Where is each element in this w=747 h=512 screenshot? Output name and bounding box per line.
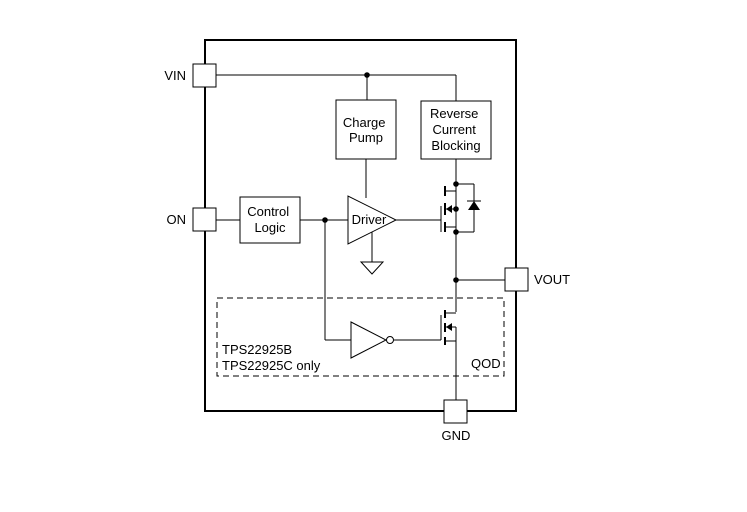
vin-bus-wires <box>216 72 457 101</box>
body-diode <box>456 183 481 233</box>
driver-label: Driver <box>352 212 387 227</box>
rcb-label-line3: Blocking <box>431 138 480 153</box>
qod-variant-line1: TPS22925B <box>222 342 292 357</box>
qod-inverter <box>350 321 394 359</box>
qod-label: QOD <box>471 356 501 371</box>
driver-ground-symbol <box>359 232 385 275</box>
qod-region <box>216 297 505 377</box>
charge-pump-label-line1: Charge <box>343 115 386 130</box>
charge-pump-label-line2: Pump <box>349 130 383 145</box>
svg-text:Charge Pump: Charge Pump <box>343 115 389 145</box>
pin-gnd-label: GND <box>442 428 471 443</box>
rcb-label-line2: Current <box>433 122 477 137</box>
main-pass-mosfet <box>440 159 459 280</box>
pin-gnd: GND <box>442 399 471 443</box>
pin-on: ON <box>167 207 217 232</box>
pin-vin: VIN <box>164 63 217 88</box>
qod-variant-line2: TPS22925C only <box>222 358 321 373</box>
control-logic-label-line1: Control <box>247 204 289 219</box>
svg-text:Control Logic: Control Logic <box>247 204 293 235</box>
pin-vout-label: VOUT <box>534 272 570 287</box>
control-logic-block: Control Logic <box>239 196 301 244</box>
pin-vout: VOUT <box>504 267 570 292</box>
charge-pump-block: Charge Pump <box>335 99 397 160</box>
junction-dot <box>453 206 459 212</box>
junction-dot <box>364 72 370 78</box>
qod-discharge-mosfet <box>440 310 457 400</box>
rcb-label-line1: Reverse <box>430 106 478 121</box>
pin-vin-label: VIN <box>164 68 186 83</box>
svg-text:Reverse Current Bl: Reverse Current Blocking <box>430 106 482 153</box>
pin-on-label: ON <box>167 212 187 227</box>
control-logic-label-line2: Logic <box>254 220 286 235</box>
reverse-current-blocking-block: Reverse Current Blocking <box>420 100 492 160</box>
